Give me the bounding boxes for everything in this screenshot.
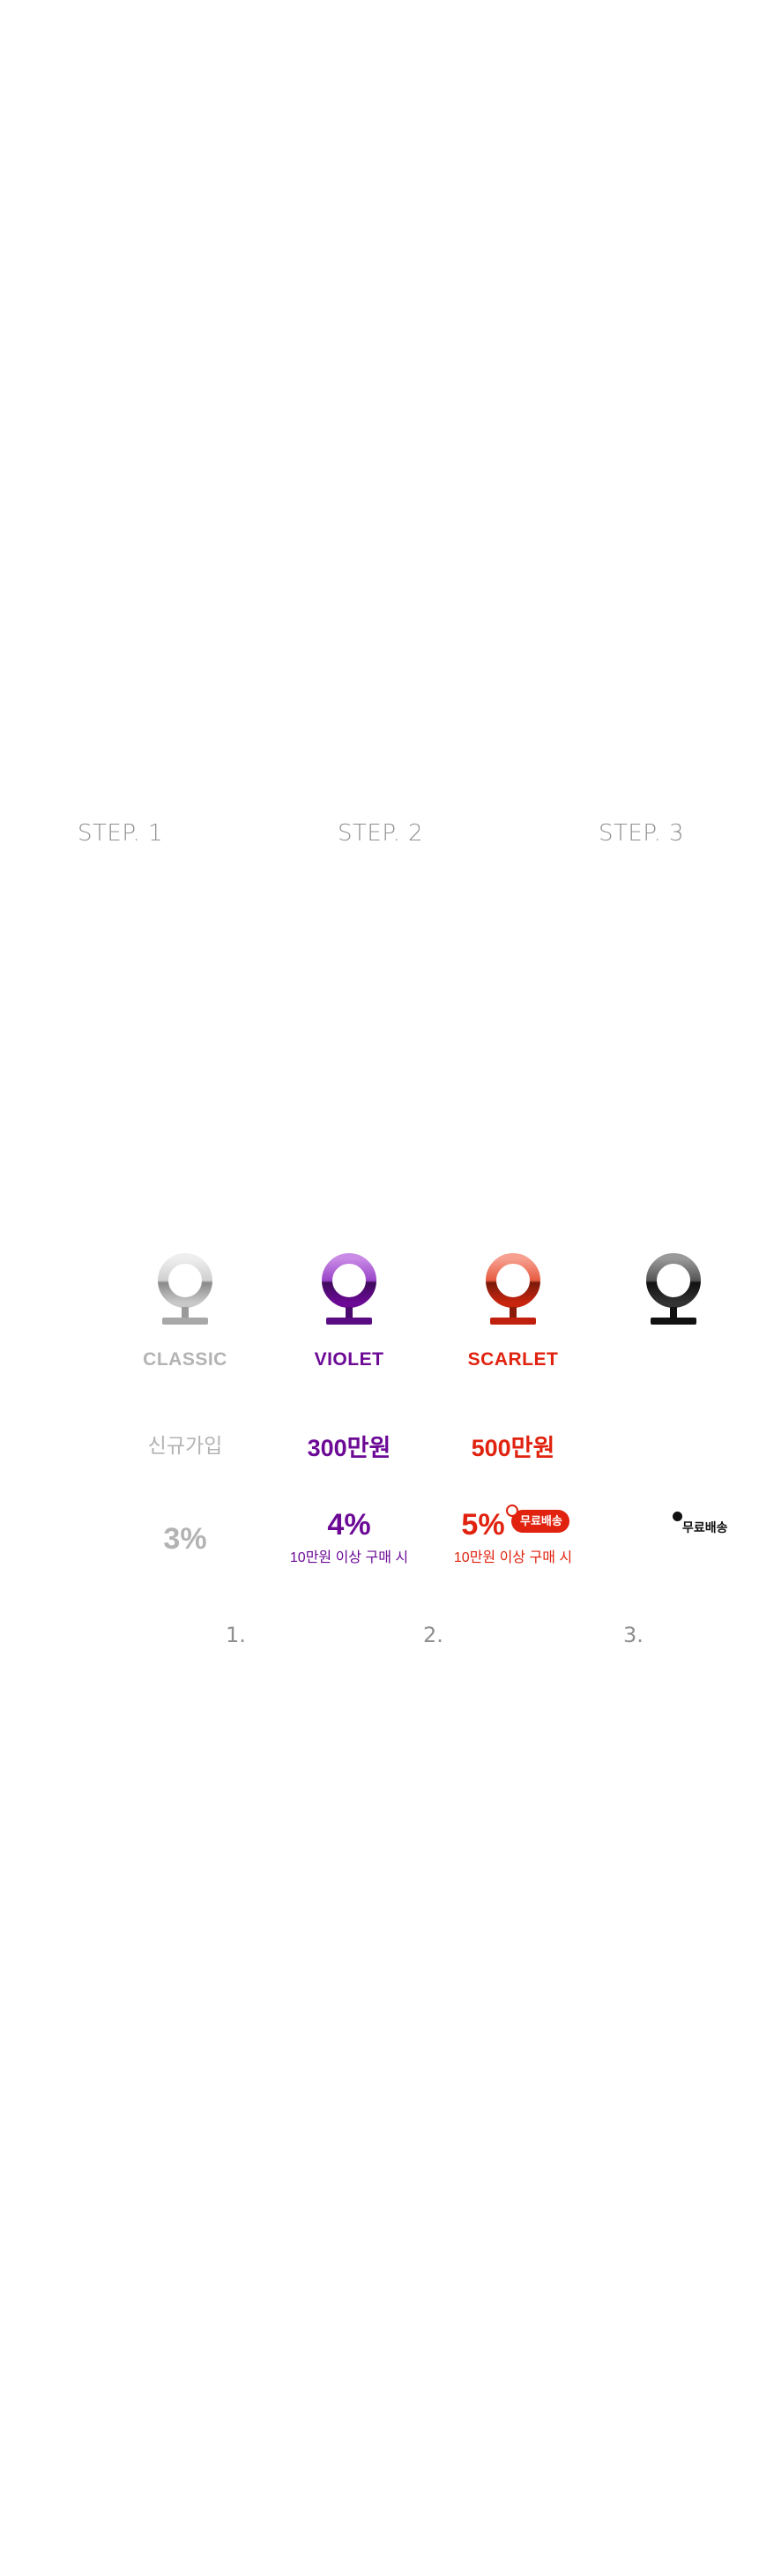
step-2-label: STEP. 2 [338,820,424,847]
grade-name-violet: VIOLET [314,1349,384,1370]
threshold-violet: 300만원 [307,1435,391,1461]
violet-grade-icon [322,1253,376,1325]
badge-dot-icon [506,1505,518,1517]
condition-scarlet: 10만원 이상 구매 시 [453,1550,573,1565]
threshold-scarlet: 500만원 [471,1435,555,1461]
grade-name-classic: CLASSIC [143,1349,227,1370]
free-shipping-badge-scarlet: 무료배송 [511,1510,569,1533]
rate-scarlet: 5% [461,1508,505,1542]
black-grade-icon [646,1253,701,1325]
condition-violet: 10만원 이상 구매 시 [289,1550,409,1565]
step-3-label: STEP. 3 [599,820,685,847]
step-1-label: STEP. 1 [78,820,164,847]
rate-classic: 3% [163,1522,207,1556]
classic-grade-icon [158,1253,212,1325]
number-3-label: 3. [623,1623,644,1647]
number-1-label: 1. [226,1623,246,1647]
threshold-classic: 신규가입 [147,1434,223,1457]
grade-name-scarlet: SCARLET [467,1349,559,1370]
free-shipping-black: 무료배송 [682,1520,728,1534]
rate-violet: 4% [327,1508,371,1542]
free-shipping-dot-icon [673,1512,682,1521]
number-2-label: 2. [423,1623,443,1647]
scarlet-grade-icon [486,1253,540,1325]
